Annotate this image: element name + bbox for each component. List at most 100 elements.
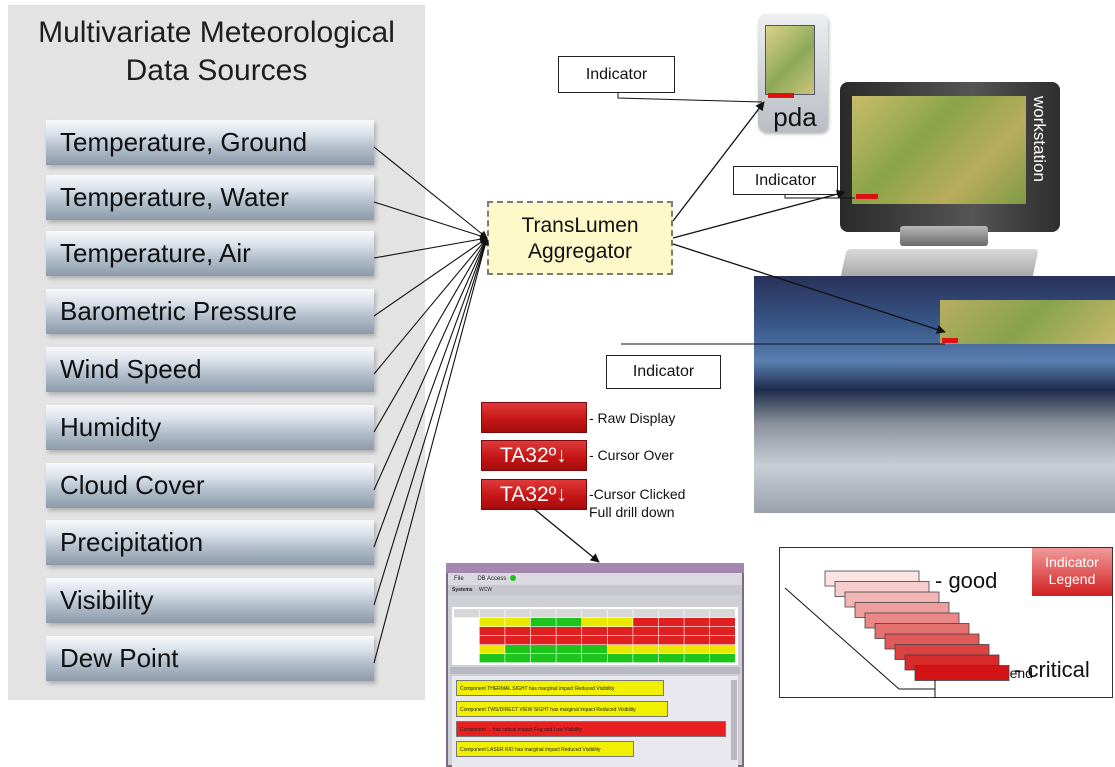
- grid-cell: [607, 627, 633, 636]
- grid-cell: [530, 645, 556, 654]
- grid-cell: [530, 609, 556, 618]
- arrow-to-workstation: [672, 189, 846, 239]
- grid-cell: [710, 645, 735, 654]
- source-item-humidity: Humidity: [46, 405, 374, 450]
- legend-badge: Indicator Legend: [1032, 548, 1112, 596]
- source-item-wind-speed: Wind Speed: [46, 347, 374, 392]
- grid-cell: [530, 618, 556, 627]
- connector-source-2: [373, 235, 488, 259]
- grid-cell: [582, 627, 607, 636]
- grid-cell: [479, 654, 505, 663]
- aggregator-output-arrows: [672, 101, 946, 334]
- legend-trend-lines: [784, 587, 936, 698]
- grid-cell: [556, 618, 582, 627]
- grid-cell: [454, 627, 479, 636]
- grid-cell: [684, 645, 710, 654]
- grid-cell: [479, 645, 505, 654]
- grid-cell: [479, 609, 505, 618]
- grid-cell: [582, 654, 607, 663]
- grid-cell: [505, 618, 531, 627]
- grid-cell: [633, 636, 659, 645]
- drilldown-reports-header: [450, 667, 740, 674]
- indicator-box-control-room: Indicator: [606, 355, 721, 389]
- arrow-to-pda: [672, 101, 765, 222]
- drilldown-tab-systems[interactable]: Systems: [452, 587, 473, 593]
- grid-cell: [633, 618, 659, 627]
- cursor-clicked-label-line2: Full drill down: [589, 504, 675, 520]
- source-connector-lines: [373, 146, 489, 664]
- grid-cell: [658, 618, 684, 627]
- grid-cell: [684, 609, 710, 618]
- grid-cell: [684, 618, 710, 627]
- connector-source-0: [373, 146, 488, 239]
- arrow-to-control-room: [672, 243, 946, 334]
- drilldown-menu-file[interactable]: File: [454, 576, 464, 582]
- drilldown-tabs: Systems WCW: [448, 585, 742, 595]
- connector-source-9: [373, 237, 489, 664]
- grid-cell: [633, 627, 659, 636]
- aggregator-node: TransLumen Aggregator: [487, 201, 673, 275]
- cursor-clicked-label: -Cursor Clicked Full drill down: [589, 485, 685, 521]
- pda-label: pda: [773, 102, 817, 132]
- data-sources-title: Multivariate Meteorological Data Sources: [8, 14, 425, 90]
- indicator-box-pda: Indicator: [558, 56, 675, 93]
- grid-cell: [479, 636, 505, 645]
- drilldown-report-row[interactable]: Component ... has critical impact Fog an…: [456, 721, 726, 737]
- drilldown-report-row[interactable]: Component TWS/DIRECT VIEW SIGHT has marg…: [456, 701, 668, 717]
- db-status-icon: [510, 575, 517, 582]
- grid-cell: [658, 609, 684, 618]
- grid-cell: [454, 636, 479, 645]
- aggregator-line1: TransLumen: [521, 214, 639, 237]
- connector-source-1: [373, 201, 488, 240]
- source-item-precipitation: Precipitation: [46, 520, 374, 565]
- drilldown-report-row[interactable]: Component LASER R/D has marginal impact …: [456, 741, 634, 757]
- data-sources-title-line1: Multivariate Meteorological: [38, 16, 395, 49]
- grid-cell: [582, 609, 607, 618]
- workstation-indicator-leader: [784, 195, 855, 199]
- control-room-map-screen: [940, 300, 1115, 344]
- grid-cell: [530, 636, 556, 645]
- raw-display-label: - Raw Display: [589, 410, 676, 426]
- drilldown-tab-wcw[interactable]: WCW: [478, 587, 493, 593]
- workstation-map-screen: [852, 96, 1026, 204]
- legend-badge-line1: Indicator: [1045, 554, 1099, 570]
- legend-critical-label: - critical: [1014, 657, 1090, 682]
- pda-indicator-leader: [617, 93, 763, 103]
- indicator-leader-lines: [617, 93, 945, 345]
- grid-cell: [710, 654, 735, 663]
- drilldown-menubar: File DB Access: [448, 573, 742, 585]
- grid-cell: [556, 654, 582, 663]
- grid-cell: [479, 627, 505, 636]
- legend-badge-line2: Legend: [1048, 571, 1096, 587]
- connector-source-5: [373, 237, 488, 433]
- aggregator-line2: Aggregator: [528, 240, 632, 263]
- grid-cell: [710, 627, 735, 636]
- data-sources-title-line2: Data Sources: [125, 54, 308, 87]
- connector-source-8: [373, 237, 489, 606]
- drilldown-report-row[interactable]: Component THERMAL SIGHT has marginal imp…: [456, 680, 664, 696]
- workstation-label: workstation: [1030, 96, 1049, 182]
- raw-display-sample: [481, 402, 587, 433]
- grid-cell: [505, 609, 531, 618]
- source-item-barometric-pressure: Barometric Pressure: [46, 289, 374, 334]
- cursor-over-sample: TA32º↓: [481, 440, 587, 471]
- grid-cell: [607, 636, 633, 645]
- grid-cell: [556, 636, 582, 645]
- grid-cell: [684, 654, 710, 663]
- connector-source-3: [373, 237, 488, 317]
- grid-cell: [633, 645, 659, 654]
- grid-cell: [582, 618, 607, 627]
- grid-cell: [530, 654, 556, 663]
- grid-cell: [607, 618, 633, 627]
- drilldown-menu-db-access[interactable]: DB Access: [477, 576, 507, 582]
- grid-cell: [607, 654, 633, 663]
- grid-cell: [454, 609, 479, 618]
- grid-cell: [454, 645, 479, 654]
- grid-cell: [658, 654, 684, 663]
- grid-cell: [556, 645, 582, 654]
- grid-cell: [607, 645, 633, 654]
- grid-cell: [505, 636, 531, 645]
- cursor-clicked-label-line1: -Cursor Clicked: [589, 486, 686, 502]
- drilldown-scrollbar[interactable]: [731, 680, 737, 760]
- connector-source-6: [373, 237, 488, 491]
